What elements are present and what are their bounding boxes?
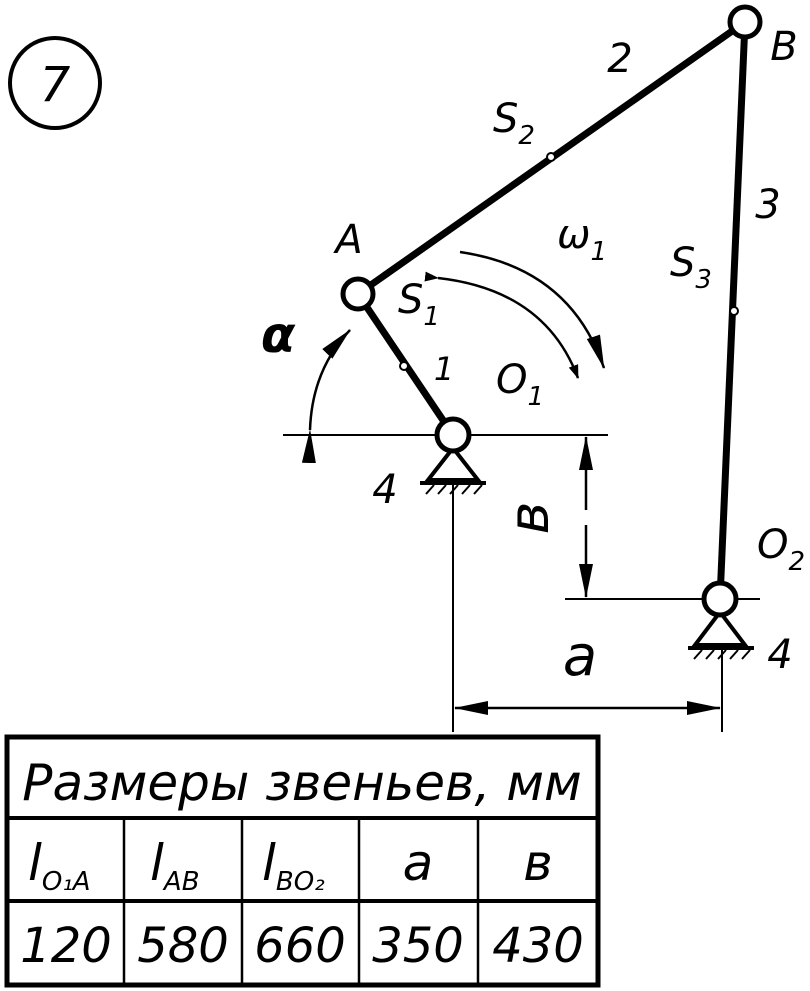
header-lbo2-sub: BO₂ [276, 867, 325, 897]
alpha-arc: α [261, 306, 351, 464]
point-b-label: B [770, 24, 797, 70]
support-o1 [420, 416, 486, 495]
header-lbo2: lBO₂ [262, 834, 325, 897]
s2-marker [546, 152, 556, 162]
o1-subscript: 1 [527, 382, 544, 412]
frame-right-number: 4 [767, 632, 792, 678]
header-lo1a: lO₁A [28, 834, 91, 897]
o1-letter: O [496, 357, 527, 403]
dimensions-table: Размеры звеньев, мм lO₁A lAB lBO₂ a в 12… [4, 734, 601, 988]
header-a: a [403, 834, 434, 892]
header-lab-main: l [150, 834, 164, 892]
header-lab-sub: AB [162, 867, 200, 897]
value-a: 350 [372, 918, 464, 974]
s1-label: S1 [398, 277, 440, 332]
joint-b [727, 4, 763, 40]
header-b: в [523, 834, 552, 892]
dim-a-label: a [563, 624, 597, 689]
joint-a [340, 276, 376, 312]
s3-letter: S [670, 240, 695, 286]
frame-left-number: 4 [372, 467, 397, 513]
s2-label: S2 [493, 96, 535, 151]
s1-marker [399, 361, 409, 371]
link-3-number: 3 [755, 182, 780, 228]
header-lab: lAB [150, 834, 200, 897]
omega-label: ω1 [557, 212, 607, 267]
header-lo1a-main: l [28, 834, 42, 892]
s1-letter: S [398, 277, 423, 323]
s2-subscript: 2 [518, 121, 535, 151]
omega-symbol: ω [557, 212, 591, 258]
support-o2 [688, 580, 754, 660]
value-b: 430 [492, 918, 584, 974]
header-lbo2-main: l [262, 834, 276, 892]
point-o2-label: O2 [757, 522, 805, 577]
s1-subscript: 1 [423, 302, 440, 332]
header-lo1a-sub: O₁A [42, 867, 91, 897]
omega-arc: ω1 [424, 212, 607, 379]
link-1-number: 1 [434, 350, 454, 388]
s3-label: S3 [670, 240, 712, 295]
s2-letter: S [493, 96, 518, 142]
dim-b-label: в [497, 501, 562, 534]
o2-letter: O [757, 522, 788, 568]
omega-subscript: 1 [590, 237, 607, 267]
variant-number: 7 [40, 57, 71, 113]
value-lab: 580 [137, 918, 229, 974]
dimension-a: a [454, 624, 721, 715]
s3-marker [729, 306, 739, 316]
table-title: Размеры звеньев, мм [22, 754, 581, 812]
link-2-number: 2 [607, 36, 632, 82]
alpha-label: α [261, 306, 296, 364]
point-o1-label: O1 [496, 357, 544, 412]
dimension-b: в [497, 436, 593, 598]
value-lbo2: 660 [254, 918, 346, 974]
variant-badge: 7 [8, 36, 102, 130]
value-lo1a: 120 [20, 918, 112, 974]
o2-subscript: 2 [788, 547, 805, 577]
point-a-label: A [332, 217, 362, 263]
s3-subscript: 3 [695, 265, 712, 295]
